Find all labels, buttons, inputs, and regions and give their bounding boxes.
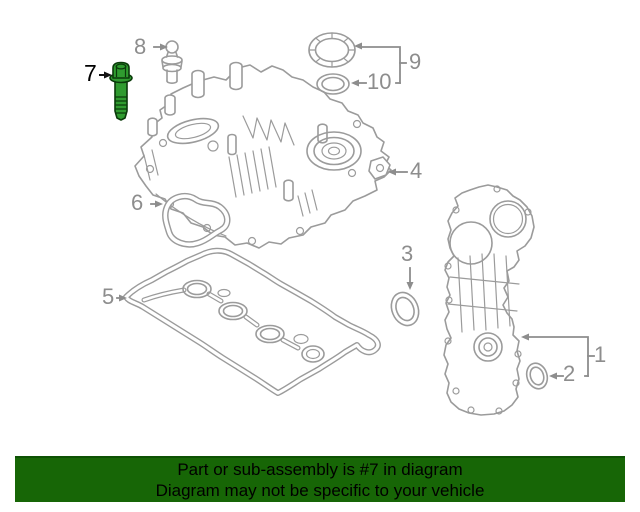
mounting-grommet-drawing[interactable] bbox=[161, 40, 183, 84]
callout-label-5[interactable]: 5 bbox=[102, 284, 115, 309]
oil-cap-oring-drawing[interactable] bbox=[316, 73, 350, 95]
callout-arrow-7 bbox=[99, 71, 112, 79]
oil-filler-cap-drawing[interactable] bbox=[308, 32, 356, 68]
callout-label-9[interactable]: 9 bbox=[409, 49, 422, 74]
callout-bracket-9-10 bbox=[351, 42, 407, 87]
spark-plug-tube-gasket-drawing[interactable] bbox=[162, 193, 231, 248]
callout-arrow-4 bbox=[388, 168, 408, 176]
valve-cover-drawing[interactable] bbox=[134, 61, 392, 249]
valve-cover-gasket-drawing[interactable] bbox=[123, 247, 381, 396]
banner-line1: Part or sub-assembly is #7 in diagram bbox=[177, 460, 463, 479]
callout-bracket-1-2 bbox=[521, 333, 595, 380]
callout-label-2[interactable]: 2 bbox=[563, 361, 576, 386]
callout-label-1[interactable]: 1 bbox=[594, 342, 607, 367]
timing-cover-oring-drawing[interactable] bbox=[523, 361, 550, 392]
camshaft-seal-drawing[interactable] bbox=[387, 288, 424, 329]
callout-label-4[interactable]: 4 bbox=[410, 158, 423, 183]
callout-arrow-5 bbox=[116, 294, 127, 302]
callout-label-7[interactable]: 7 bbox=[84, 60, 97, 86]
callout-arrow-6 bbox=[150, 200, 163, 208]
callout-label-3[interactable]: 3 bbox=[401, 241, 414, 266]
callout-arrow-3 bbox=[406, 267, 414, 290]
callout-label-8[interactable]: 8 bbox=[134, 34, 147, 59]
timing-chain-cover-drawing[interactable] bbox=[443, 184, 535, 416]
highlighted-bolt-drawing[interactable] bbox=[109, 61, 133, 121]
callout-arrow-8 bbox=[153, 43, 168, 51]
callout-label-6[interactable]: 6 bbox=[131, 190, 144, 215]
notice-banner: Part or sub-assembly is #7 in diagram Di… bbox=[15, 456, 625, 502]
banner-line2: Diagram may not be specific to your vehi… bbox=[155, 481, 485, 500]
callout-label-10[interactable]: 10 bbox=[367, 69, 392, 94]
